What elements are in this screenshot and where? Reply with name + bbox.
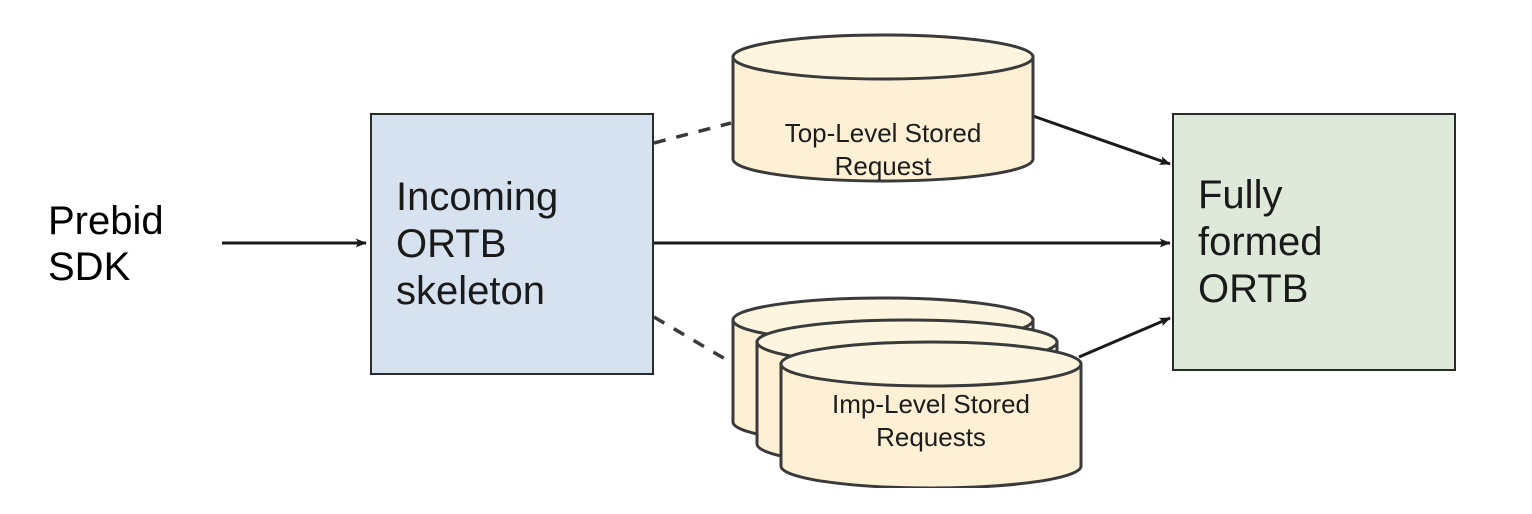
- node-top-level-stored-request[interactable]: Top-Level Stored Request: [731, 33, 1035, 183]
- fully-formed-ortb-label: Fully formed ORTB: [1198, 172, 1323, 311]
- prebid-sdk-label: Prebid SDK: [48, 199, 164, 289]
- incoming-ortb-skeleton-label: Incoming ORTB skeleton: [396, 174, 559, 313]
- cylinder-stack-shape: [731, 296, 1083, 488]
- edge-incoming-to-top-level: [653, 121, 732, 145]
- node-fully-formed-ortb[interactable]: Fully formed ORTB: [1172, 113, 1456, 371]
- edge-incoming-to-imp-level: [653, 315, 738, 368]
- node-incoming-ortb-skeleton[interactable]: Incoming ORTB skeleton: [370, 113, 654, 375]
- node-imp-level-stored-requests[interactable]: Imp-Level Stored Requests: [731, 296, 1083, 488]
- edge-imp-level-to-fully-formed: [1078, 316, 1171, 359]
- cylinder-shape: [731, 33, 1035, 183]
- edge-top-level-to-fully-formed: [1032, 114, 1171, 166]
- cylinder-front: [779, 340, 1083, 488]
- node-prebid-sdk: Prebid SDK: [48, 186, 278, 302]
